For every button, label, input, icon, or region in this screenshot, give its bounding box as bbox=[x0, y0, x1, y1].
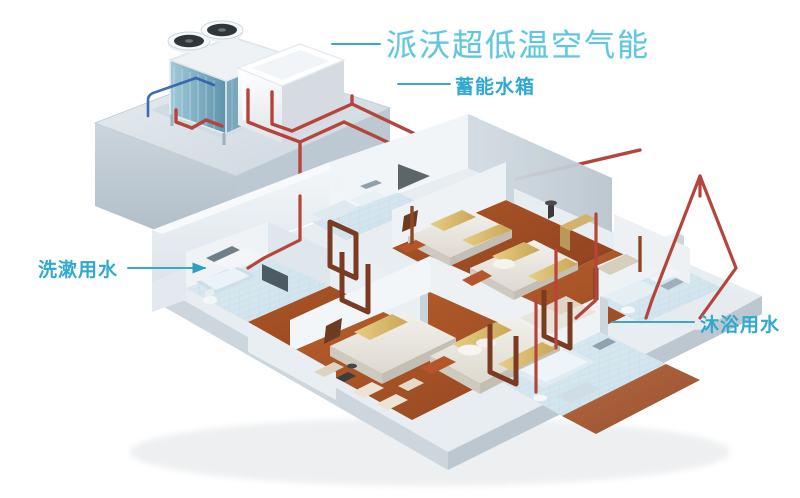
bathroom-upper-fixtures bbox=[312, 164, 430, 222]
hot-water-risers bbox=[246, 174, 738, 394]
living-furniture bbox=[520, 254, 640, 334]
callout-label-bathing-water: 沐浴用水 bbox=[700, 314, 781, 336]
bedroom-master-furniture bbox=[314, 312, 560, 410]
cold-water-pipe bbox=[146, 76, 216, 118]
callout-label-storage-tank: 蓄能水箱 bbox=[455, 76, 536, 98]
fan-right bbox=[200, 20, 244, 42]
bedroom-upper-furniture bbox=[398, 200, 596, 300]
bathroom-left-fixtures bbox=[196, 246, 288, 305]
door-frames-thin bbox=[410, 206, 642, 272]
callout-label-washing-water: 洗漱用水 bbox=[38, 259, 119, 281]
callout-label-product-title: 派沃超低温空气能 bbox=[386, 28, 650, 64]
callout-leader-lines bbox=[127, 43, 695, 323]
storage-water-tank bbox=[236, 43, 346, 143]
fan-left bbox=[167, 31, 211, 53]
